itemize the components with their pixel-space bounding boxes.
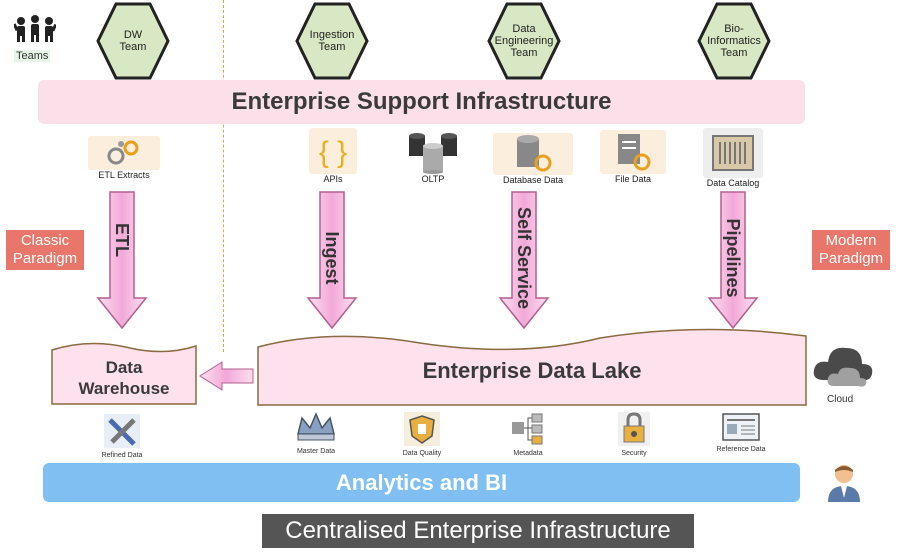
ingest-arrow-label: Ingest: [322, 231, 342, 284]
footer-title: Centralised Enterprise Infrastructure: [262, 514, 694, 548]
service-label: Data Quality: [402, 450, 442, 457]
source-database-data: Database Data: [491, 133, 575, 185]
enterprise-support-banner: Enterprise Support Infrastructure: [38, 80, 805, 124]
data-warehouse-shape: [51, 342, 197, 405]
gears-icon: [88, 136, 160, 170]
paradigm-divider: [223, 0, 224, 352]
service-label: Metadata: [513, 450, 543, 457]
metadata-icon: [512, 413, 543, 445]
service-metadata: Metadata: [500, 410, 556, 457]
source-oltp: OLTP: [393, 132, 473, 184]
service-master-data: Master Data: [284, 410, 348, 455]
service-label: Reference Data: [716, 446, 766, 453]
cloud-icon: [810, 340, 876, 390]
source-label: File Data: [614, 174, 651, 184]
pipelines-arrow-label: Pipelines: [723, 218, 743, 297]
source-label: ETL Extracts: [98, 170, 150, 180]
self-service-arrow: Self Service: [498, 191, 550, 330]
user-avatar-icon: [824, 462, 864, 504]
lake-to-warehouse-arrow: [199, 361, 254, 391]
source-label: Data Catalog: [706, 178, 760, 188]
service-label: Master Data: [296, 448, 336, 455]
service-label: Security: [621, 450, 647, 457]
tools-icon: [104, 414, 140, 448]
catalog-icon: [703, 128, 763, 178]
self-service-arrow-label: Self Service: [514, 207, 534, 309]
source-data-catalog: Data Catalog: [696, 128, 770, 188]
cloud-label: Cloud: [827, 394, 854, 405]
braces-icon: { }: [309, 128, 357, 174]
crown-icon: [297, 412, 335, 441]
svg-text:{ }: { }: [319, 136, 347, 169]
service-security: Security: [606, 410, 662, 457]
analytics-bi-banner: Analytics and BI: [43, 463, 800, 502]
teams-icon: [12, 14, 58, 44]
service-refined-data: Refined Data: [92, 410, 152, 459]
etl-arrow: ETL: [96, 191, 148, 330]
ingest-arrow: Ingest: [306, 191, 358, 330]
file-gear-icon: [600, 130, 666, 174]
source-file-data: File Data: [598, 130, 668, 184]
etl-arrow-label: ETL: [112, 223, 132, 257]
pipelines-arrow: Pipelines: [707, 191, 759, 330]
teams-label: Teams: [14, 50, 51, 62]
database-gear-icon: [493, 133, 573, 175]
source-label: Database Data: [502, 175, 564, 185]
source-label: APIs: [323, 174, 343, 184]
data-lake-shape: [257, 328, 807, 406]
source-label: OLTP: [421, 174, 445, 184]
source-etl-extracts: ETL Extracts: [84, 136, 164, 180]
reference-doc-icon: [722, 413, 760, 441]
database-cylinders-icon: [405, 132, 461, 174]
lock-icon: [618, 412, 650, 446]
service-label: Refined Data: [101, 452, 143, 459]
service-data-quality: Data Quality: [392, 410, 452, 457]
shield-icon: [404, 412, 440, 446]
source-apis: { } APIs: [293, 128, 373, 184]
data-lake-label: Enterprise Data Lake: [422, 358, 642, 383]
service-reference-data: Reference Data: [710, 410, 772, 453]
